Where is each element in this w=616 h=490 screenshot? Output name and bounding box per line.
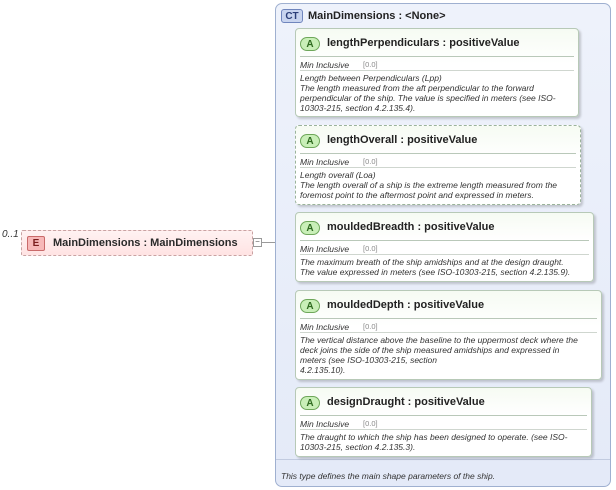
doc-line: The draught to which the ship has been d…: [300, 432, 568, 442]
divider: [300, 429, 587, 430]
attribute-moulded-depth[interactable]: A mouldedDepth : positiveValue Min Inclu…: [295, 290, 602, 380]
complex-type-documentation: This type defines the main shape paramet…: [281, 471, 496, 481]
attribute-label: lengthPerpendiculars : positiveValue: [327, 37, 520, 49]
attribute-badge-icon: A: [300, 37, 320, 51]
divider: [300, 332, 597, 333]
min-inclusive-value: [0.0]: [363, 157, 378, 166]
attribute-length-perpendiculars[interactable]: A lengthPerpendiculars : positiveValue M…: [295, 28, 579, 117]
connector-line: [262, 242, 284, 243]
doc-line: Length overall (Loa): [300, 170, 376, 180]
doc-line: The length overall of a ship is the extr…: [300, 180, 558, 190]
element-cardinality: 0..1: [2, 229, 19, 240]
attribute-design-draught[interactable]: A designDraught : positiveValue Min Incl…: [295, 387, 592, 457]
complex-type-badge-icon: CT: [281, 9, 303, 23]
doc-line: foremost point to the aftermost point an…: [300, 190, 534, 200]
attribute-documentation: The maximum breath of the ship amidships…: [300, 257, 570, 277]
complex-type-label: MainDimensions : <None>: [308, 10, 446, 22]
attribute-badge-icon: A: [300, 134, 320, 148]
attribute-label: designDraught : positiveValue: [327, 396, 485, 408]
min-inclusive-value: [0.0]: [363, 419, 378, 428]
min-inclusive-value: [0.0]: [363, 60, 378, 69]
attribute-documentation: The draught to which the ship has been d…: [300, 432, 567, 452]
element-node-main-dimensions[interactable]: E MainDimensions : MainDimensions: [21, 230, 253, 256]
element-label: MainDimensions : MainDimensions: [53, 237, 238, 249]
min-inclusive-label: Min Inclusive: [300, 322, 350, 332]
divider: [300, 153, 576, 154]
attribute-badge-icon: A: [300, 299, 320, 313]
divider: [300, 254, 589, 255]
element-badge-icon: E: [27, 236, 45, 251]
attribute-label: mouldedDepth : positiveValue: [327, 299, 485, 311]
divider: [300, 240, 589, 241]
attribute-badge-icon: A: [300, 221, 320, 235]
doc-line: The vertical distance above the baseline…: [300, 335, 578, 345]
divider: [300, 415, 587, 416]
min-inclusive-value: [0.0]: [363, 322, 378, 331]
doc-line: meters (see ISO-10303-215, section: [300, 355, 438, 365]
collapse-toggle-button[interactable]: −: [253, 238, 262, 247]
divider: [300, 70, 574, 71]
min-inclusive-label: Min Inclusive: [300, 244, 350, 254]
attribute-label: lengthOverall : positiveValue: [327, 134, 478, 146]
attribute-documentation: The vertical distance above the baseline…: [300, 335, 578, 375]
attribute-length-overall[interactable]: A lengthOverall : positiveValue Min Incl…: [295, 125, 581, 205]
divider: [300, 56, 574, 57]
attribute-documentation: Length between Perpendiculars (Lpp) The …: [300, 73, 556, 113]
attribute-label: mouldedBreadth : positiveValue: [327, 221, 495, 233]
divider: [300, 167, 576, 168]
doc-line: 4.2.135.10).: [300, 365, 346, 375]
doc-line: The maximum breath of the ship amidships…: [300, 257, 564, 267]
min-inclusive-value: [0.0]: [363, 244, 378, 253]
min-inclusive-label: Min Inclusive: [300, 60, 350, 70]
doc-line: perpendicular of the ship. The value is …: [300, 93, 556, 103]
divider: [300, 318, 597, 319]
attribute-badge-icon: A: [300, 396, 320, 410]
attribute-moulded-breadth[interactable]: A mouldedBreadth : positiveValue Min Inc…: [295, 212, 594, 282]
min-inclusive-label: Min Inclusive: [300, 419, 350, 429]
divider: [276, 459, 610, 460]
doc-line: deck joins the side of the ship measured…: [300, 345, 560, 355]
attribute-documentation: Length overall (Loa) The length overall …: [300, 170, 557, 200]
doc-line: Length between Perpendiculars (Lpp): [300, 73, 442, 83]
doc-line: 10303-215, section 4.2.135.3).: [300, 442, 416, 452]
doc-line: 10303-215, section 4.2.135.4).: [300, 103, 416, 113]
doc-line: The value expressed in meters (see ISO-1…: [300, 267, 571, 277]
doc-line: The length measured from the aft perpend…: [300, 83, 534, 93]
min-inclusive-label: Min Inclusive: [300, 157, 350, 167]
